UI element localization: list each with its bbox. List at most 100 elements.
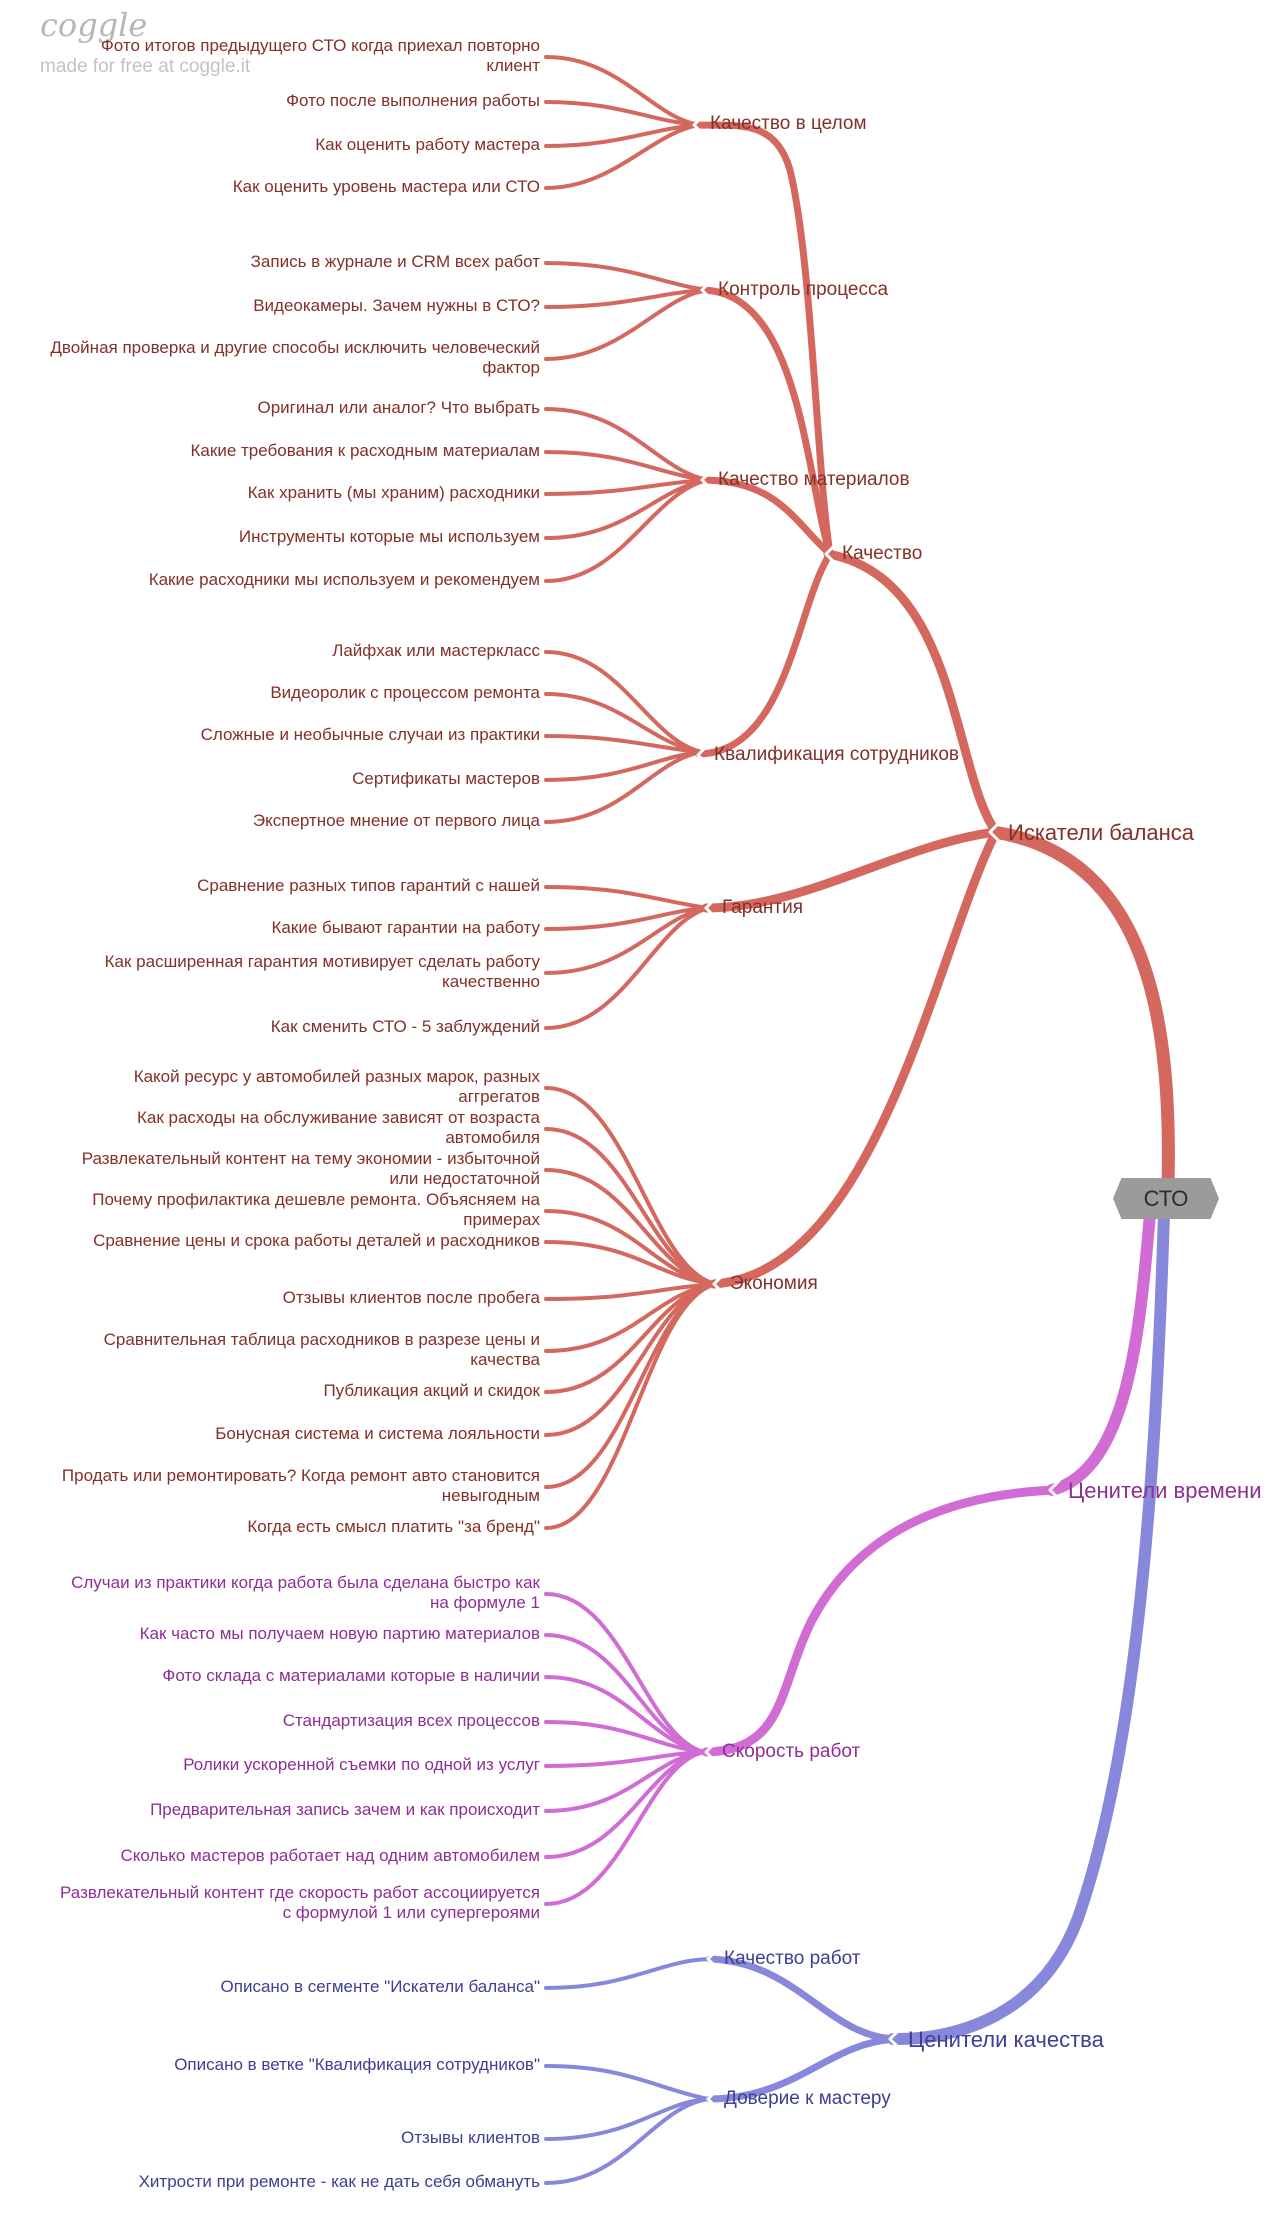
leaf-node[interactable]: Какие требования к расходным материалам	[190, 441, 540, 460]
leaf-node[interactable]: Когда есть смысл платить "за бренд"	[247, 1517, 540, 1536]
branch-balance[interactable]: Искатели баланса	[1008, 820, 1195, 845]
leaf-curve	[544, 288, 710, 309]
leaf-curve	[544, 123, 702, 148]
leaf-node[interactable]: Предварительная запись зачем и как проис…	[150, 1800, 540, 1819]
leaf-node[interactable]: Почему профилактика дешевле ремонта. Объ…	[92, 1190, 540, 1229]
leaf-curve	[544, 1957, 712, 1990]
leaf-curve	[544, 1282, 718, 1530]
leaf-curve	[544, 1720, 706, 1754]
leaf-curve	[544, 1750, 706, 1906]
leaf-node[interactable]: Ролики ускоренной съемки по одной из усл…	[183, 1755, 540, 1774]
leaf-node[interactable]: Сравнение разных типов гарантий с нашей	[197, 876, 540, 895]
leaf-node[interactable]: Какие расходники мы используем и рекомен…	[148, 570, 540, 589]
leaf-node[interactable]: Как оценить работу мастера	[315, 135, 540, 154]
leaf-node[interactable]: Видеоролик с процессом ремонта	[270, 683, 540, 702]
leaf-node[interactable]: Двойная проверка и другие способы исключ…	[50, 338, 540, 377]
branch-time[interactable]: Ценители времени	[1068, 1478, 1262, 1503]
leaf-node[interactable]: Фото итогов предыдущего СТО когда приеха…	[100, 36, 540, 75]
leaf-node[interactable]: Экспертное мнение от первого лица	[252, 811, 540, 830]
leaf-node[interactable]: Публикация акций и скидок	[323, 1381, 540, 1400]
leaf-node[interactable]: Сравнительная таблица расходников в разр…	[103, 1330, 540, 1369]
leaf-curve	[544, 1282, 718, 1301]
leaf-node[interactable]: Описано в сегменте "Искатели баланса"	[220, 1977, 540, 1996]
leaf-curve	[544, 906, 711, 931]
leaf-node[interactable]: Видеокамеры. Зачем нужны в СТО?	[253, 296, 540, 315]
leaf-curve	[544, 750, 704, 824]
leaf-node[interactable]: Случаи из практики когда работа была сде…	[71, 1573, 540, 1612]
leaf-node[interactable]: Фото после выполнения работы	[286, 91, 540, 110]
collapse-chevron-icon[interactable]	[700, 470, 712, 490]
collapse-chevron-icon[interactable]	[706, 2089, 718, 2109]
leaf-node[interactable]: Сколько мастеров работает над одним авто…	[120, 1846, 540, 1865]
leaf-curve	[544, 2097, 710, 2141]
leaf-node[interactable]: Сертификаты мастеров	[352, 769, 540, 788]
leaf-node[interactable]: Бонусная система и система лояльности	[215, 1424, 540, 1443]
leaf-curve	[544, 885, 711, 910]
branch-economy[interactable]: Экономия	[730, 1273, 818, 1294]
leaf-node[interactable]: Оригинал или аналог? Что выбрать	[257, 398, 540, 417]
branch-curve-balance-quality	[823, 549, 1001, 837]
collapse-chevron-icon[interactable]	[824, 544, 836, 564]
collapse-chevron-icon[interactable]	[706, 1949, 718, 1969]
branch-curve-time-speed	[701, 1485, 1061, 1757]
leaf-curve	[544, 2064, 710, 2101]
collapse-chevron-icon[interactable]	[692, 115, 704, 135]
branch-quality-seekers[interactable]: Ценители качества	[908, 2027, 1104, 2052]
branch-quality[interactable]: Качество	[842, 543, 923, 564]
leaf-node[interactable]: Сложные и необычные случаи из практики	[200, 725, 540, 744]
leaf-curve	[544, 100, 702, 127]
branch-work[interactable]: Качество работ	[724, 1948, 861, 1969]
leaf-node[interactable]: Продать или ремонтировать? Когда ремонт …	[61, 1466, 540, 1505]
leaf-node[interactable]: Развлекательный контент где скорость раб…	[60, 1883, 540, 1922]
leaf-node[interactable]: Запись в журнале и CRM всех работ	[250, 252, 540, 271]
branch-quality-staff[interactable]: Квалификация сотрудников	[714, 744, 959, 765]
leaf-node[interactable]: Хитрости при ремонте - как не дать себя …	[138, 2172, 540, 2191]
leaf-node[interactable]: Инструменты которые мы используем	[238, 527, 540, 546]
leaf-node[interactable]: Как оценить уровень мастера или СТО	[232, 177, 540, 196]
leaf-node[interactable]: Отзывы клиентов	[401, 2128, 540, 2147]
leaf-curve	[544, 478, 710, 583]
leaf-node[interactable]: Сравнение цены и срока работы деталей и …	[93, 1231, 540, 1250]
leaf-curve	[544, 123, 702, 190]
leaf-node[interactable]: Развлекательный контент на тему экономии…	[81, 1149, 540, 1188]
leaf-curve	[544, 734, 704, 754]
leaf-curve	[544, 692, 704, 754]
root-node[interactable]: СТО	[1113, 1178, 1219, 1219]
leaf-node[interactable]: Лайфхак или мастеркласс	[332, 641, 540, 660]
leaf-node[interactable]: Стандартизация всех процессов	[282, 1711, 540, 1730]
collapse-chevron-icon[interactable]	[988, 821, 1001, 843]
leaf-curve	[544, 261, 710, 292]
collapse-chevron-icon[interactable]	[1048, 1479, 1061, 1501]
leaf-node[interactable]: Как расходы на обслуживание зависят от в…	[136, 1108, 540, 1147]
leaf-node[interactable]: Какой ресурс у автомобилей разных марок,…	[133, 1067, 540, 1106]
branch-warranty[interactable]: Гарантия	[722, 897, 804, 918]
branch-quality-overall[interactable]: Качество в целом	[710, 113, 867, 134]
branch-curve-quality-overall	[692, 121, 834, 558]
leaf-node[interactable]: Какие бывают гарантии на работу	[271, 918, 540, 937]
leaf-curve	[544, 906, 711, 975]
branch-curve-root-quality-seekers	[887, 1208, 1170, 2046]
leaf-node[interactable]: Как часто мы получаем новую партию матер…	[139, 1624, 540, 1643]
leaf-curve	[544, 1633, 706, 1754]
collapse-chevron-icon[interactable]	[700, 280, 712, 300]
leaf-node[interactable]: Описано в ветке "Квалификация сотруднико…	[174, 2055, 540, 2074]
collapse-chevron-icon[interactable]	[704, 898, 716, 918]
collapse-chevron-icon[interactable]	[696, 745, 708, 765]
branch-quality-process[interactable]: Контроль процесса	[718, 279, 889, 300]
collapse-chevron-icon[interactable]	[704, 1742, 716, 1762]
leaf-node[interactable]: Как сменить СТО - 5 заблуждений	[270, 1017, 540, 1036]
branch-speed[interactable]: Скорость работ	[722, 1741, 861, 1762]
leaf-node[interactable]: Отзывы клиентов после пробега	[282, 1288, 540, 1307]
branch-quality-materials[interactable]: Качество материалов	[718, 469, 910, 490]
leaf-curve	[544, 407, 710, 482]
leaf-node[interactable]: Фото склада с материалами которые в нали…	[162, 1666, 540, 1685]
collapse-chevron-icon[interactable]	[712, 1274, 724, 1294]
collapse-chevron-icon[interactable]	[888, 2028, 901, 2050]
coggle-logo: coggle	[40, 6, 148, 44]
branch-trust[interactable]: Доверие к мастеру	[724, 2088, 891, 2109]
leaf-node[interactable]: Как расширенная гарантия мотивирует сдел…	[104, 952, 540, 991]
leaf-curve	[544, 1750, 706, 1768]
leaf-curve	[544, 1240, 718, 1286]
leaf-node[interactable]: Как хранить (мы храним) расходники	[247, 483, 540, 502]
